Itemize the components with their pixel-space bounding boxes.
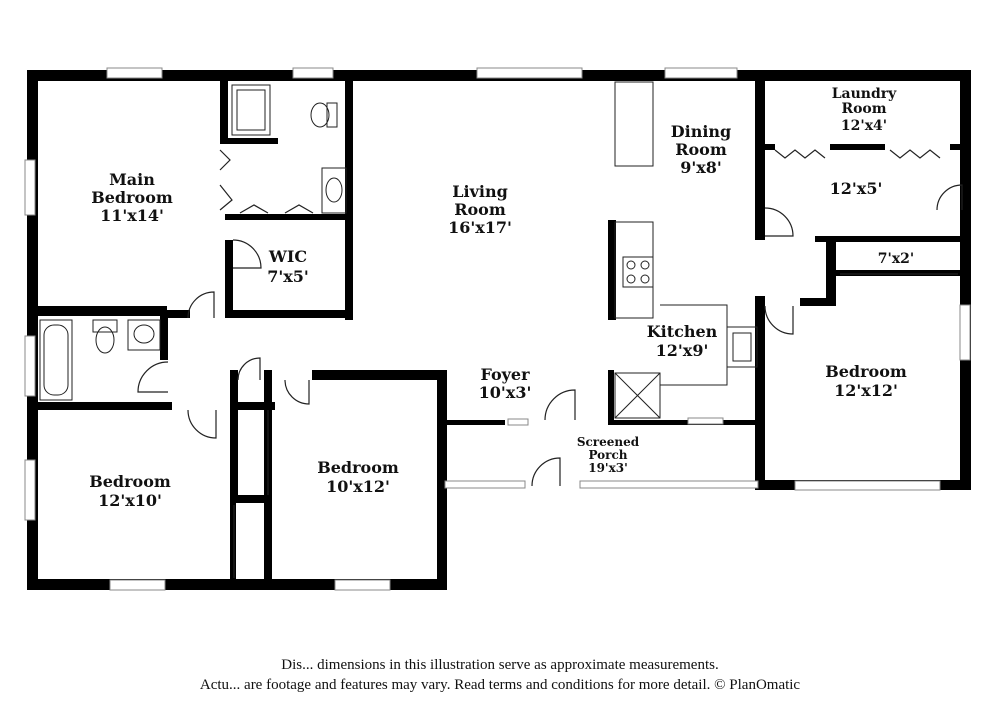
main-bedroom-dim: 11'x14' [100,206,164,225]
closet-7x2-dim: 7'x2' [878,251,914,267]
screened-porch-dim: 19'x3' [588,461,628,475]
screened-porch-name-line1: Screened [577,435,640,449]
bedroom-middle-name: Bedroom [317,458,399,477]
laundry-room-name-line1: Laundry [832,86,897,102]
dining-room-name-line2: Room [675,140,727,159]
windows [24,67,971,591]
wic-dim: 7'x5' [267,267,309,286]
bedroom-right-name: Bedroom [825,362,907,381]
dining-room-dim: 9'x8' [680,158,722,177]
disclaimer: Dis... dimensions in this illustration s… [0,655,1000,695]
walls [27,70,971,590]
room-labels: Main Bedroom 11'x14' WIC 7'x5' Living Ro… [89,86,914,510]
disclaimer-line2: Actu... are footage and features may var… [199,677,801,693]
laundry-room-dim: 12'x4' [841,118,887,134]
living-room-dim: 16'x17' [448,218,512,237]
bedroom-left-name: Bedroom [89,472,171,491]
floor-plan: Main Bedroom 11'x14' WIC 7'x5' Living Ro… [24,67,971,591]
closet-12x5-dim: 12'x5' [830,179,883,198]
foyer-name: Foyer [480,365,530,384]
wic-name: WIC [268,247,307,266]
bedroom-left-dim: 12'x10' [98,491,162,510]
kitchen-name: Kitchen [647,322,718,341]
laundry-room-name-line2: Room [841,101,886,117]
screened-porch-name-line2: Porch [588,448,627,462]
foyer-dim: 10'x3' [479,383,532,402]
dining-room-name-line1: Dining [671,122,731,141]
main-bedroom-name-line2: Bedroom [91,188,173,207]
living-room-name-line1: Living [452,182,508,201]
disclaimer-line1: Dis... dimensions in this illustration s… [281,657,719,673]
kitchen-dim: 12'x9' [656,341,709,360]
doors [137,149,963,578]
bedroom-middle-dim: 10'x12' [326,477,390,496]
living-room-name-line2: Room [454,200,506,219]
main-bedroom-name-line1: Main [109,170,155,189]
bedroom-right-dim: 12'x12' [834,381,898,400]
fixtures [39,81,758,419]
